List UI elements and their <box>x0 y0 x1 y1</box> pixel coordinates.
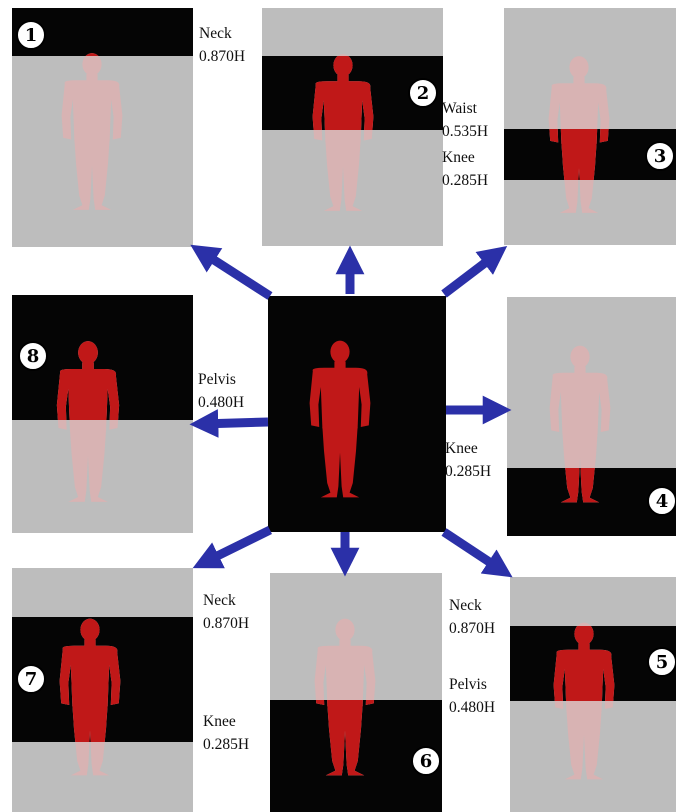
badge-8-number: 8 <box>27 346 40 367</box>
label-value: 0.285H <box>203 736 250 753</box>
arrow-to-panel-5 <box>441 528 513 578</box>
label-value: 0.870H <box>199 48 246 65</box>
badge-2-number: 2 <box>417 83 430 104</box>
label-value: 0.285H <box>445 463 492 480</box>
panel-2 <box>262 8 443 246</box>
arrow-to-panel-1 <box>190 244 273 300</box>
badge-1-number: 1 <box>25 25 38 46</box>
badge-2: 2 <box>408 78 438 108</box>
label-value: 0.535H <box>442 123 489 140</box>
label-value: 0.285H <box>442 172 489 189</box>
label-name: Waist <box>442 100 477 117</box>
label-neck-panel-1: Neck 0.870H <box>199 22 245 68</box>
label-pelvis-panel-5: Pelvis 0.480H <box>449 673 495 719</box>
label-value: 0.870H <box>203 615 250 632</box>
label-name: Pelvis <box>198 371 236 388</box>
arrows <box>189 244 513 578</box>
label-name: Knee <box>203 713 236 730</box>
badge-8: 8 <box>18 341 48 371</box>
badge-4-number: 4 <box>656 491 669 512</box>
label-knee-panel-7: Knee 0.285H <box>203 710 249 756</box>
arrow-to-panel-8 <box>189 409 269 438</box>
badge-7: 7 <box>16 664 46 694</box>
badge-5: 5 <box>647 647 676 677</box>
badge-6-number: 6 <box>420 751 433 772</box>
label-neck-panel-7: Neck 0.870H <box>203 589 249 635</box>
label-neck-panel-5: Neck 0.870H <box>449 594 495 640</box>
center-panel <box>268 296 446 532</box>
label-name: Knee <box>445 440 478 457</box>
badge-1: 1 <box>16 20 46 50</box>
label-value: 0.870H <box>449 620 496 637</box>
label-name: Neck <box>449 597 482 614</box>
badge-6: 6 <box>411 746 441 776</box>
label-name: Knee <box>442 149 475 166</box>
arrow-to-panel-7 <box>192 525 272 569</box>
panel-1 <box>12 8 193 247</box>
badge-3: 3 <box>645 141 675 171</box>
label-name: Neck <box>203 592 236 609</box>
label-pelvis-panel-8: Pelvis 0.480H <box>198 368 244 414</box>
panel-3 <box>504 8 676 245</box>
label-name: Neck <box>199 25 232 42</box>
badge-3-number: 3 <box>654 146 667 167</box>
label-knee-panel-4: Knee 0.285H <box>445 437 491 483</box>
label-value: 0.480H <box>198 394 245 411</box>
arrow-to-panel-3 <box>441 246 508 298</box>
badge-7-number: 7 <box>25 669 38 690</box>
badge-5-number: 5 <box>656 652 669 673</box>
badge-4: 4 <box>647 486 676 516</box>
label-value: 0.480H <box>449 699 496 716</box>
label-waist-panel-2: Waist 0.535H <box>442 97 488 143</box>
label-name: Pelvis <box>449 676 487 693</box>
panel-6 <box>270 573 442 812</box>
label-knee-panel-3: Knee 0.285H <box>442 146 488 192</box>
